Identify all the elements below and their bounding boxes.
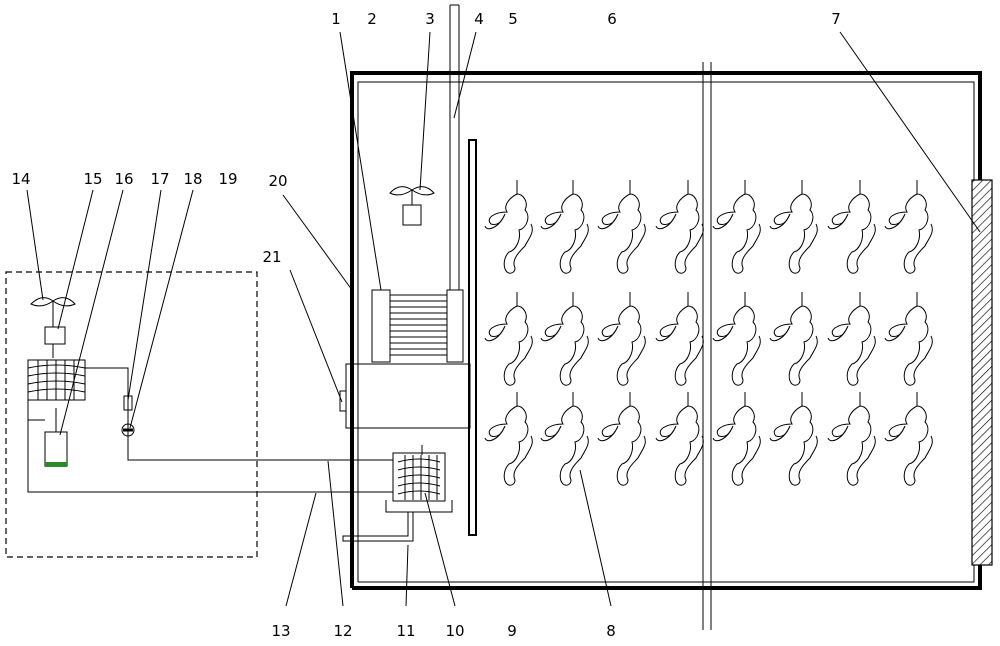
valve-icon [121, 395, 135, 437]
door-panel [971, 179, 993, 566]
carcass-icon [769, 180, 818, 274]
base-box [339, 363, 471, 429]
carcass-icon [769, 292, 818, 386]
carcass-icon [484, 292, 533, 386]
label-5: 5 [508, 10, 518, 28]
label-15: 15 [83, 170, 102, 188]
carcass-icon [540, 180, 589, 274]
carcass-icon [769, 392, 818, 486]
carcass-icon [655, 292, 704, 386]
label-4: 4 [474, 10, 484, 28]
label-13: 13 [271, 622, 290, 640]
carcass-icon [597, 292, 646, 386]
outdoor-unit-box [5, 271, 258, 558]
label-10: 10 [445, 622, 464, 640]
label-19: 19 [218, 170, 237, 188]
chamber-walls [350, 71, 982, 590]
compressor-base [45, 462, 67, 467]
label-6: 6 [607, 10, 617, 28]
label-7: 7 [831, 10, 841, 28]
leader-lines [26, 31, 981, 607]
label-21: 21 [262, 248, 281, 266]
part-labels: 1 2 3 4 5 6 7 8 9 10 11 12 13 14 15 16 1… [11, 10, 840, 640]
label-1: 1 [331, 10, 341, 28]
fan-icon [30, 297, 76, 358]
carcass-icon [712, 292, 761, 386]
partition-plate [468, 139, 477, 536]
carcass-icon [827, 392, 876, 486]
carcass-icon [540, 292, 589, 386]
carcass-icon [655, 392, 704, 486]
carcass-icon [712, 180, 761, 274]
carcass-icon [597, 392, 646, 486]
carcass-icon [827, 292, 876, 386]
label-8: 8 [606, 622, 616, 640]
label-3: 3 [425, 10, 435, 28]
label-18: 18 [183, 170, 202, 188]
label-2: 2 [367, 10, 377, 28]
vertical-duct [449, 4, 460, 290]
carcass-icon [712, 392, 761, 486]
lower-coil [342, 445, 453, 542]
label-11: 11 [396, 622, 415, 640]
carcass-icon [540, 392, 589, 486]
carcass-icon [597, 180, 646, 274]
label-9: 9 [507, 622, 517, 640]
carcass-icon [484, 392, 533, 486]
coil-icon [371, 289, 464, 363]
carcass-grid [484, 180, 933, 486]
carcass-icon [884, 180, 933, 274]
label-12: 12 [333, 622, 352, 640]
carcass-icon [655, 180, 704, 274]
carcass-icon [884, 292, 933, 386]
fan-icon [389, 186, 435, 226]
condenser-coil [27, 359, 86, 421]
label-17: 17 [150, 170, 169, 188]
carcass-icon [827, 180, 876, 274]
break-lines [702, 62, 712, 630]
label-14: 14 [11, 170, 30, 188]
label-20: 20 [268, 172, 287, 190]
label-16: 16 [114, 170, 133, 188]
compressor [44, 408, 68, 467]
carcass-icon [484, 180, 533, 274]
carcass-icon [884, 392, 933, 486]
refrigerant-pipes [27, 367, 393, 493]
